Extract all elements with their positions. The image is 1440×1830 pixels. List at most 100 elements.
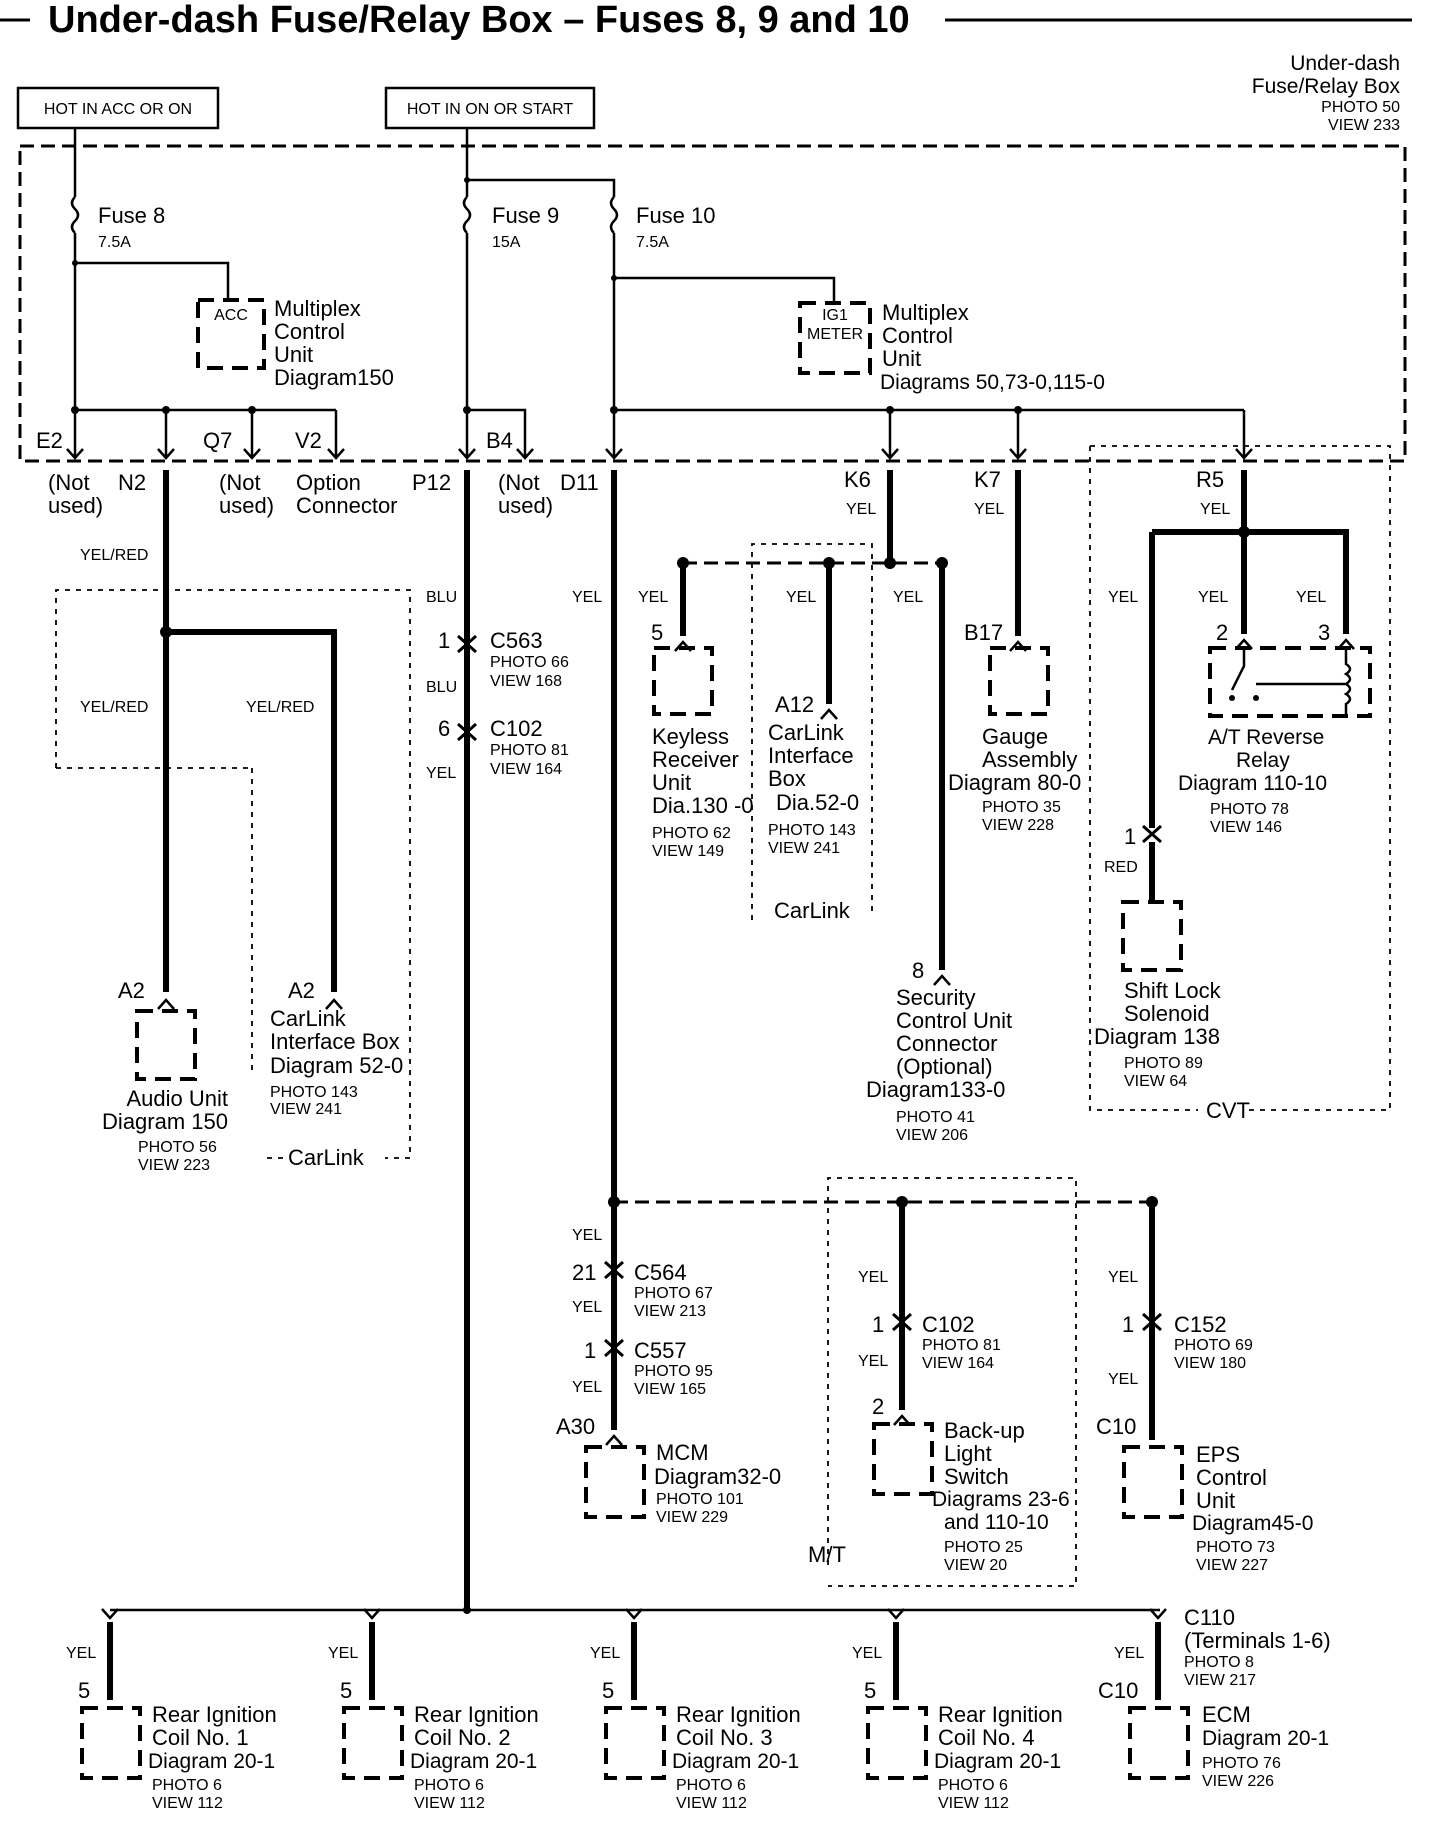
c102-name-a: C102 (490, 716, 543, 741)
svg-text:Control Unit: Control Unit (896, 1008, 1012, 1033)
pin-a2-carlink: A2 (288, 978, 315, 1003)
fuse-8-name: Fuse 8 (98, 203, 165, 228)
relay-name-3: Diagram 110-10 (1178, 772, 1327, 795)
not-used-b4-1: (Not (498, 470, 540, 495)
svg-text:Diagram150: Diagram150 (274, 365, 394, 390)
carlink-option-outline (55, 589, 411, 1159)
c102-pin-6: 6 (438, 716, 450, 741)
c557-name: C557 (634, 1338, 687, 1363)
svg-text:PHOTO 76: PHOTO 76 (1202, 1755, 1281, 1772)
svg-text:Interface Box: Interface Box (270, 1029, 400, 1054)
svg-text:Coil No. 3: Coil No. 3 (676, 1725, 773, 1750)
wire-coil1-color: YEL (66, 1645, 96, 1662)
c102-view-a: VIEW 164 (490, 761, 562, 778)
c563-name: C563 (490, 628, 543, 653)
coil1-label: Rear Ignition Coil No. 1 Diagram 20-1 PH… (148, 1702, 277, 1812)
terminal-n2: N2 (118, 470, 146, 495)
c110-photo: PHOTO 8 (1184, 1654, 1254, 1671)
carlink-option-outline-2 (251, 768, 283, 1159)
svg-text:VIEW 223: VIEW 223 (138, 1157, 210, 1174)
svg-text:ECM: ECM (1202, 1702, 1251, 1727)
svg-text:Coil No. 1: Coil No. 1 (152, 1725, 249, 1750)
wire-n2-color: YEL/RED (80, 547, 148, 564)
svg-text:VIEW 226: VIEW 226 (1202, 1773, 1274, 1790)
not-used-b4-2: used) (498, 493, 553, 518)
pin-b17: B17 (964, 620, 1003, 645)
svg-text:Dia.130 -0: Dia.130 -0 (652, 793, 754, 818)
wire-ecm-color: YEL (1114, 1645, 1144, 1662)
multiplex-meter-pin: METER (807, 326, 863, 343)
wire-p12-color: BLU (426, 589, 457, 606)
mt-option-outline (827, 1177, 1077, 1587)
fuse-9-rating: 15A (492, 234, 521, 251)
relay-name-1: A/T Reverse (1208, 726, 1324, 749)
svg-text:VIEW 227: VIEW 227 (1196, 1557, 1268, 1574)
c102-name-b: C102 (922, 1312, 975, 1337)
svg-text:PHOTO 73: PHOTO 73 (1196, 1539, 1275, 1556)
c110-name: C110 (1184, 1605, 1235, 1630)
c563-view: VIEW 168 (490, 673, 562, 690)
svg-text:Diagram 20-1: Diagram 20-1 (410, 1750, 537, 1773)
svg-text:VIEW 64: VIEW 64 (1124, 1073, 1187, 1090)
at-reverse-relay-box (1208, 646, 1372, 718)
c557-view: VIEW 165 (634, 1381, 706, 1398)
pin-a2-audio: A2 (118, 978, 145, 1003)
c102-photo-b: PHOTO 81 (922, 1337, 1001, 1354)
relay-pin-5: 3 (1318, 620, 1330, 645)
svg-text:PHOTO 143: PHOTO 143 (768, 822, 856, 839)
svg-text:VIEW 20: VIEW 20 (944, 1557, 1007, 1574)
svg-text:Control: Control (274, 319, 345, 344)
svg-text:Multiplex: Multiplex (882, 300, 969, 325)
svg-text:VIEW 241: VIEW 241 (768, 840, 840, 857)
wire-c564-color: YEL (572, 1227, 602, 1244)
svg-text:EPS: EPS (1196, 1442, 1240, 1467)
c110-extra: (Terminals 1-6) (1184, 1628, 1331, 1653)
wire-red-color: RED (1104, 859, 1138, 876)
shiftlock-inline-pin: 1 (1124, 824, 1136, 849)
fuse-8-rating: 7.5A (98, 234, 131, 251)
shift-lock-label: Shift Lock Solenoid Diagram 138 PHOTO 89… (1094, 978, 1222, 1090)
relay-pin-2: 2 (1216, 620, 1228, 645)
svg-text:Rear Ignition: Rear Ignition (152, 1702, 277, 1727)
wire-security-color: YEL (893, 589, 923, 606)
svg-text:Diagram32-0: Diagram32-0 (654, 1464, 781, 1489)
svg-text:Diagram 150: Diagram 150 (102, 1109, 228, 1134)
svg-text:PHOTO 50: PHOTO 50 (1321, 99, 1400, 116)
terminal-q7: Q7 (203, 428, 232, 453)
option-connector-1: Option (296, 470, 361, 495)
option-connector-2: Connector (296, 493, 398, 518)
keyless-label: Keyless Receiver Unit Dia.130 -0 PHOTO 6… (652, 724, 754, 860)
svg-text:Unit: Unit (1196, 1488, 1235, 1513)
svg-text:Rear Ignition: Rear Ignition (676, 1702, 801, 1727)
wire-c557a-color: YEL (572, 1299, 602, 1316)
svg-text:Diagram45-0: Diagram45-0 (1192, 1512, 1313, 1535)
mt-option-label: M/T (808, 1542, 846, 1567)
svg-text:Coil No. 2: Coil No. 2 (414, 1725, 511, 1750)
coil2-label: Rear Ignition Coil No. 2 Diagram 20-1 PH… (410, 1702, 539, 1812)
wire-audio-color: YEL/RED (80, 699, 148, 716)
svg-text:PHOTO 6: PHOTO 6 (414, 1777, 484, 1794)
terminal-p12: P12 (412, 470, 451, 495)
svg-text:Solenoid: Solenoid (1124, 1001, 1210, 1026)
svg-text:VIEW 149: VIEW 149 (652, 843, 724, 860)
svg-text:VIEW 112: VIEW 112 (938, 1795, 1009, 1812)
c102-photo-a: PHOTO 81 (490, 742, 569, 759)
multiplex-acc-label: Multiplex Control Unit Diagram150 (274, 296, 394, 390)
backup-switch-box (872, 1422, 934, 1496)
svg-text:Under-dash: Under-dash (1290, 52, 1400, 75)
wire-c102-color: YEL (426, 765, 456, 782)
multiplex-ig1-pin: IG1 (822, 307, 848, 324)
svg-text:Diagram 20-1: Diagram 20-1 (1202, 1727, 1329, 1750)
svg-text:VIEW 112: VIEW 112 (676, 1795, 747, 1812)
wire-backup-color: YEL (858, 1269, 888, 1286)
not-used-e2-2: used) (48, 493, 103, 518)
c557-photo: PHOTO 95 (634, 1363, 713, 1380)
eps-box (1122, 1445, 1184, 1519)
c563-photo: PHOTO 66 (490, 654, 569, 671)
coil3-pin: 5 (602, 1678, 614, 1703)
multiplex-meter-label: Multiplex Control Unit Diagrams 50,73-0,… (880, 300, 1105, 394)
svg-text:Back-up: Back-up (944, 1418, 1025, 1443)
coil4-box (866, 1706, 928, 1780)
c102-pin-1: 1 (872, 1312, 884, 1337)
svg-text:Switch: Switch (944, 1464, 1009, 1489)
